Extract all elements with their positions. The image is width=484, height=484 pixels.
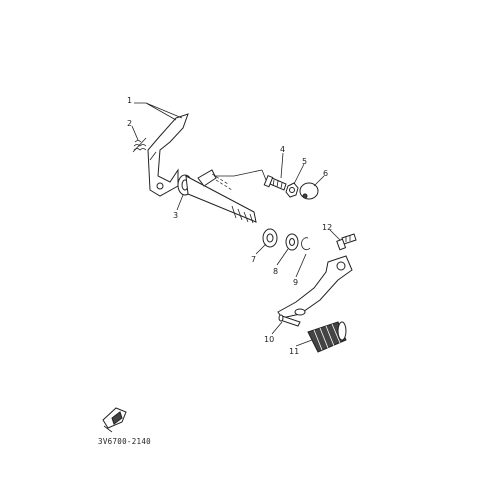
callout-7: 7 <box>251 255 256 264</box>
part-3-shift-shaft <box>177 169 257 224</box>
leader-6 <box>313 175 325 187</box>
leader-10 <box>271 321 283 335</box>
leader-7 <box>255 243 267 255</box>
leader-2 <box>131 125 139 141</box>
callout-6: 6 <box>323 169 328 178</box>
leader-9 <box>295 253 307 278</box>
callout-10: 10 <box>264 335 274 344</box>
callout-4: 4 <box>280 145 285 154</box>
part-11-pedal-rubber <box>307 321 347 353</box>
callout-2: 2 <box>127 119 132 128</box>
leader-11 <box>295 339 313 347</box>
part-6-plate <box>299 182 319 200</box>
part-2-spring <box>132 137 147 153</box>
part-4-bolt <box>263 174 287 191</box>
part-9-circlip <box>301 237 311 251</box>
vehicle-location-icon <box>102 407 127 433</box>
leader-4 <box>280 152 284 179</box>
leader-1 <box>134 102 183 121</box>
callout-3: 3 <box>173 211 178 220</box>
callout-9: 9 <box>293 278 298 287</box>
part-12-pinch-bolt <box>336 233 357 251</box>
callout-8: 8 <box>273 267 278 276</box>
leader-12 <box>329 229 341 241</box>
callout-5: 5 <box>302 157 307 166</box>
leader-group-4 <box>214 169 267 181</box>
part-8-washer <box>285 233 299 251</box>
callout-12: 12 <box>322 223 332 232</box>
part-10-pedal-bolt <box>278 314 301 327</box>
leader-3 <box>176 194 184 211</box>
callout-1: 1 <box>127 96 132 105</box>
leader-8 <box>276 248 289 266</box>
part-7-oil-seal <box>262 228 278 248</box>
part-5-nut <box>285 182 299 198</box>
callout-11: 11 <box>289 347 299 356</box>
shift-pedal-arm <box>277 255 353 319</box>
leader-5 <box>293 163 305 185</box>
part-code: 3V6700-2140 <box>98 437 151 446</box>
part-1-shift-lever <box>147 113 189 197</box>
